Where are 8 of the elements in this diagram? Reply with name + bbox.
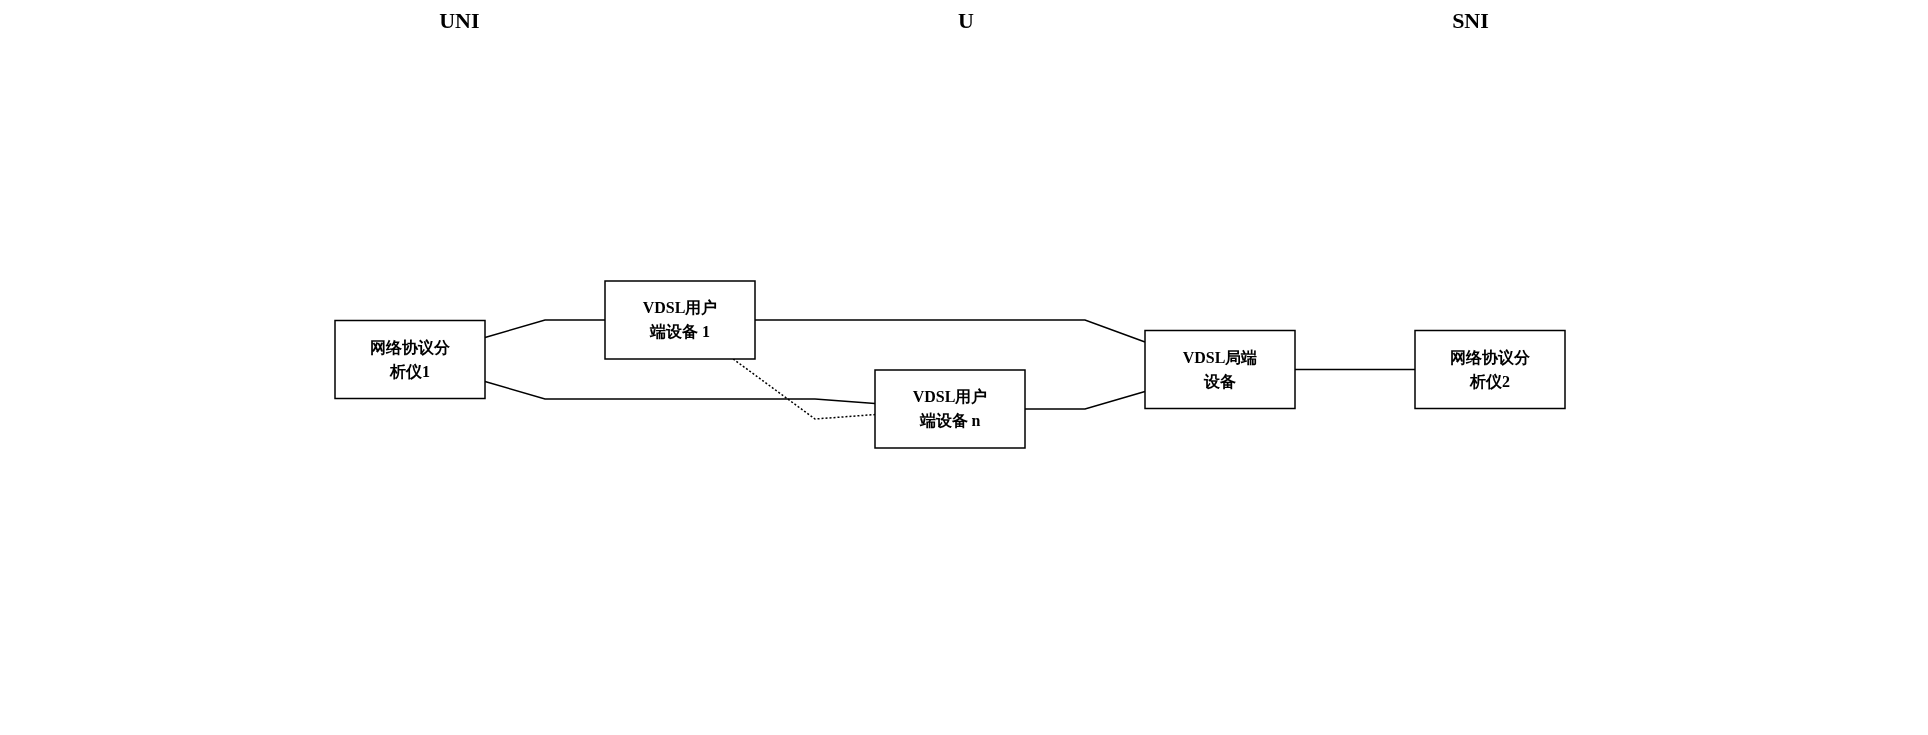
node-box: VDSL用户端设备 n <box>874 368 1026 449</box>
node-box: 网络协议分析仪1 <box>334 319 486 399</box>
node-box: 网络协议分析仪2 <box>1414 329 1566 409</box>
interface-label: UNI <box>439 8 480 34</box>
interface-label: SNI <box>1452 8 1489 34</box>
node-box: VDSL局端设备 <box>1144 329 1296 409</box>
interface-label: U <box>957 8 974 34</box>
node-box: VDSL用户端设备 1 <box>604 279 756 360</box>
